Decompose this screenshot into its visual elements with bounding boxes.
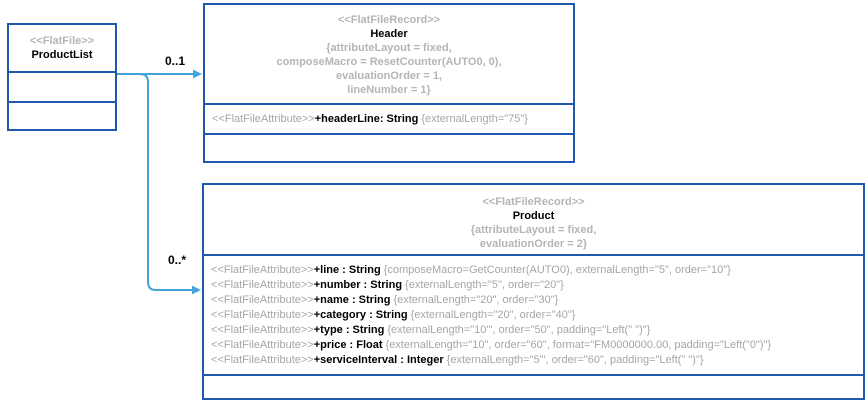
attribute-properties: {externalLength="10'", order="50", paddi… <box>387 324 651 336</box>
productlist-class-box[interactable]: <<FlatFile>> ProductList <box>7 23 117 131</box>
attribute-stereotype: <<FlatFileAttribute>> <box>211 279 314 291</box>
attribute-properties: {externalLength="5'", order="60", paddin… <box>446 354 704 366</box>
product-property-line: evaluationOrder = 2} <box>479 238 588 250</box>
attribute-properties: {externalLength="75"} <box>421 113 528 125</box>
header-operations-compartment[interactable] <box>205 133 573 161</box>
attribute-signature: +price : Float <box>313 339 383 351</box>
attribute-signature: +type : String <box>313 324 385 336</box>
productlist-name: ProductList <box>31 49 93 61</box>
attribute-row[interactable]: <<FlatFileAttribute>>+price : Float{exte… <box>204 338 863 353</box>
attribute-properties: {externalLength="20", order="40"} <box>410 309 576 321</box>
attribute-row[interactable]: <<FlatFileAttribute>>+number : String{ex… <box>204 278 863 293</box>
product-attributes-compartment[interactable]: <<FlatFileAttribute>>+line : String{comp… <box>204 254 863 374</box>
arrowhead-right-icon <box>192 285 201 295</box>
attribute-stereotype: <<FlatFileAttribute>> <box>211 354 314 366</box>
attribute-signature: +line : String <box>313 264 381 276</box>
header-property-line: {attributeLayout = fixed, <box>326 42 452 54</box>
product-title-compartment[interactable]: <<FlatFileRecord>> Product {attributeLay… <box>204 185 863 254</box>
attribute-row[interactable]: <<FlatFileAttribute>>+serviceInterval : … <box>204 353 863 368</box>
productlist-title-compartment[interactable]: <<FlatFile>> ProductList <box>9 25 115 71</box>
header-title-compartment[interactable]: <<FlatFileRecord>> Header {attributeLayo… <box>205 5 573 103</box>
multiplicity-label-product: 0..* <box>168 253 187 267</box>
attribute-row[interactable]: <<FlatFileAttribute>>+line : String{comp… <box>204 263 863 278</box>
attribute-stereotype: <<FlatFileAttribute>> <box>211 339 314 351</box>
productlist-operations-compartment[interactable] <box>9 101 115 129</box>
attribute-stereotype: <<FlatFileAttribute>> <box>211 309 314 321</box>
header-property-line: composeMacro = ResetCounter(AUTO0, 0), <box>276 56 502 68</box>
attribute-properties: {externalLength="10", order="60", format… <box>385 339 772 351</box>
product-record-box[interactable]: <<FlatFileRecord>> Product {attributeLay… <box>202 183 865 400</box>
product-property-line: {attributeLayout = fixed, <box>470 224 597 236</box>
attribute-signature: +name : String <box>313 294 391 306</box>
edge-productlist-to-header[interactable] <box>116 69 202 79</box>
attribute-row[interactable]: <<FlatFileAttribute>>+name : String{exte… <box>204 293 863 308</box>
productlist-attributes-compartment[interactable] <box>9 71 115 101</box>
attribute-stereotype: <<FlatFileAttribute>> <box>211 294 314 306</box>
header-name: Header <box>370 28 408 40</box>
header-property-line: evaluationOrder = 1, <box>335 70 443 82</box>
attribute-row[interactable]: <<FlatFileAttribute>>+headerLine: String… <box>205 112 573 127</box>
product-stereotype: <<FlatFileRecord>> <box>482 196 585 208</box>
header-property-line: lineNumber = 1} <box>347 84 431 96</box>
attribute-stereotype: <<FlatFileAttribute>> <box>212 113 315 125</box>
attribute-signature: +number : String <box>313 279 403 291</box>
attribute-row[interactable]: <<FlatFileAttribute>>+type : String{exte… <box>204 323 863 338</box>
header-record-box[interactable]: <<FlatFileRecord>> Header {attributeLayo… <box>203 3 575 163</box>
product-operations-compartment[interactable] <box>204 374 863 398</box>
attribute-signature: +serviceInterval : Integer <box>313 354 444 366</box>
attribute-stereotype: <<FlatFileAttribute>> <box>211 264 314 276</box>
productlist-stereotype: <<FlatFile>> <box>29 35 95 47</box>
arrowhead-right-icon <box>193 69 202 79</box>
header-attributes-compartment[interactable]: <<FlatFileAttribute>>+headerLine: String… <box>205 103 573 133</box>
product-name: Product <box>512 210 555 222</box>
attribute-properties: {externalLength="5", order="20"} <box>405 279 564 291</box>
multiplicity-label-header: 0..1 <box>165 54 186 68</box>
attribute-signature: +category : String <box>313 309 408 321</box>
attribute-stereotype: <<FlatFileAttribute>> <box>211 324 314 336</box>
attribute-properties: {composeMacro=GetCounter(AUTO0), externa… <box>383 264 731 276</box>
attribute-properties: {externalLength="20", order="30"} <box>393 294 559 306</box>
attribute-row[interactable]: <<FlatFileAttribute>>+category : String{… <box>204 308 863 323</box>
attribute-signature: +headerLine: String <box>314 113 419 125</box>
header-stereotype: <<FlatFileRecord>> <box>337 14 441 26</box>
